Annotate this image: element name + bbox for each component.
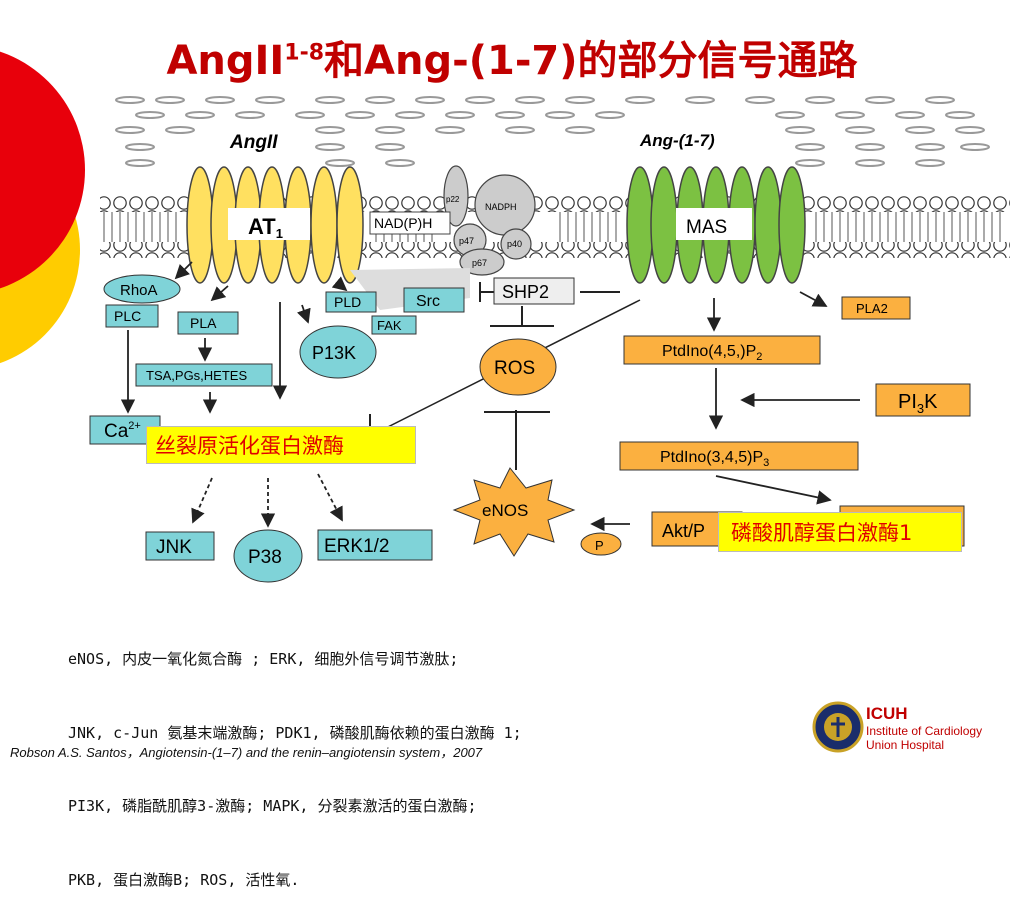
p38-label: P38 <box>248 547 282 568</box>
p47-label: p47 <box>459 236 474 246</box>
ang17-label: Ang-(1-7) <box>639 131 715 150</box>
pathway-arrows <box>120 261 860 532</box>
page-title: AngII1-8和Ang-(1-7)的部分信号通路 <box>166 38 858 84</box>
logo-subtitle-2: Union Hospital <box>866 738 945 752</box>
rhoa-node <box>103 274 181 304</box>
p-label: P <box>595 538 604 553</box>
at1-label: AT1 <box>248 214 283 241</box>
at1-label-box <box>228 208 310 240</box>
logo-title: ICUH <box>866 704 908 723</box>
erk-label: ERK1/2 <box>324 536 389 557</box>
red-circle <box>0 51 85 289</box>
p13k-label: P13K <box>312 343 356 363</box>
nadph-label: NAD(P)H <box>374 215 432 231</box>
pld-box <box>325 291 377 313</box>
decorative-circles <box>0 51 85 364</box>
tsa-label: TSA,PGs,HETES <box>146 368 247 383</box>
tsa-box <box>135 363 273 387</box>
nadph-oxidase-complex <box>443 165 536 276</box>
src-label: Src <box>416 293 440 310</box>
p67-label: p67 <box>472 258 487 268</box>
fak-label: FAK <box>377 318 402 333</box>
pla-label: PLA <box>190 315 217 331</box>
pi3k-box <box>875 383 971 417</box>
enos-label: eNOS <box>482 501 528 520</box>
p-node <box>580 532 622 556</box>
akt-label: Akt/P <box>662 521 705 541</box>
shp2-label: SHP2 <box>502 282 549 302</box>
p40-label: p40 <box>507 239 522 249</box>
ptdino45-label: PtdIno(4,5,)P2 <box>662 343 762 363</box>
jnk-box <box>145 531 215 561</box>
nadph-box <box>369 211 451 235</box>
mapk-overlay-label: 丝裂原活化蛋白激酶 <box>146 426 416 464</box>
mas-label-box <box>676 208 752 240</box>
ptdino345-box <box>619 441 859 471</box>
ros-node <box>479 338 557 396</box>
pi3k-label: PI3K <box>898 391 938 416</box>
enos-star <box>452 467 576 557</box>
legend-line: PI3K, 磷脂酰肌醇3-激酶; MAPK, 分裂素激活的蛋白激酶; <box>68 797 477 815</box>
pdk1-overlay-label: 磷酸肌醇蛋白激酶1 <box>718 512 962 552</box>
shp2-box <box>493 277 575 305</box>
logo-text: ICUH Institute of Cardiology Union Hospi… <box>866 704 982 752</box>
p22-label: p22 <box>446 195 460 204</box>
ptdino345-label: PtdIno(3,4,5)P3 <box>660 449 769 469</box>
pla2-box <box>841 296 911 320</box>
membrane-lipid-ovals <box>115 96 990 167</box>
signaling-pathway-diagram: AT1 AngII MAS Ang-(1-7) p22 NADPH p47 p4… <box>89 96 1010 583</box>
pld-label: PLD <box>334 294 361 310</box>
plc-label: PLC <box>114 308 141 324</box>
fak-box <box>371 315 417 335</box>
nadph-subunit-label: NADPH <box>485 202 517 212</box>
citation: Robson A.S. Santos，Angiotensin-(1–7) and… <box>10 745 483 760</box>
rhoa-label: RhoA <box>120 282 158 299</box>
angii-label: AngII <box>229 132 278 153</box>
pla2-label: PLA2 <box>856 301 888 316</box>
dashed-arrows <box>191 473 343 528</box>
mas-label: MAS <box>686 217 727 238</box>
erk-box <box>317 529 433 561</box>
pla-box <box>177 311 239 335</box>
legend-line: JNK, c-Jun 氨基末端激酶; PDK1, 磷酸肌酶依赖的蛋白激酶 1; <box>68 723 522 742</box>
ca-label: Ca2+ <box>104 420 141 442</box>
ptdino45-box <box>623 335 821 365</box>
legend-line: eNOS, 内皮一氧化氮合酶 ; ERK, 细胞外信号调节激肽; <box>68 650 459 668</box>
jnk-label: JNK <box>156 537 192 558</box>
hospital-seal-icon <box>812 701 864 753</box>
logo-subtitle-1: Institute of Cardiology <box>866 724 983 738</box>
src-box <box>403 287 465 313</box>
plc-box <box>105 304 159 328</box>
p13k-node <box>299 325 377 379</box>
p38-node <box>233 529 303 583</box>
ros-label: ROS <box>494 358 535 379</box>
legend-line: PKB, 蛋白激酶B; ROS, 活性氧. <box>68 870 300 889</box>
